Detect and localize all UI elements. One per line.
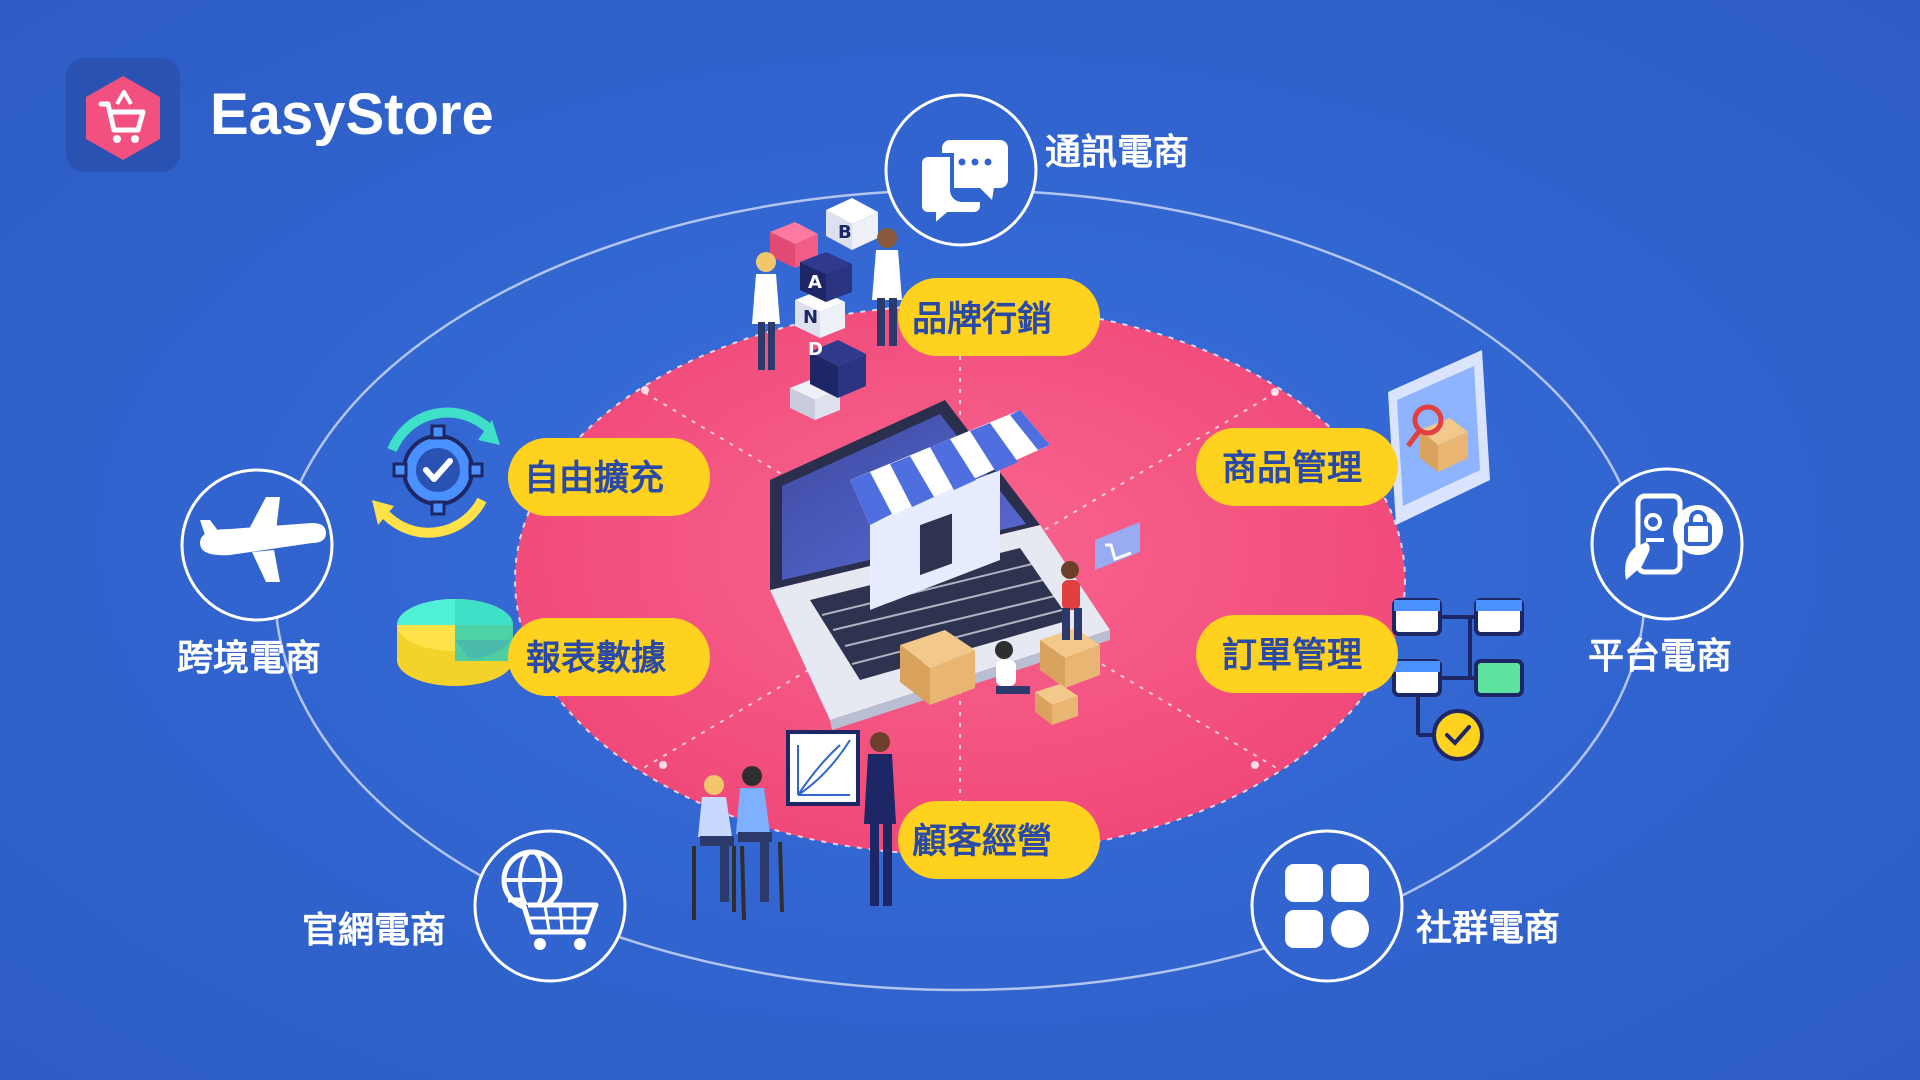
customer-meeting-illustration [692,730,896,921]
shop-awning [850,410,1050,525]
airplane-icon [200,497,326,582]
feature-pill-product-management[interactable]: 商品管理 [1196,428,1398,506]
feature-label-customer-management: 顧客經營 [912,821,1052,862]
feature-label-extensions: 自由擴充 [524,458,664,499]
tablet-product-illustration [1388,350,1490,525]
channel-label-cross-border: 跨境電商 [177,638,321,679]
feature-pill-customer-management[interactable]: 顧客經營 [898,801,1100,879]
feature-label-order-management: 訂單管理 [1222,636,1362,676]
channel-messaging[interactable]: 通訊電商 [884,93,1189,247]
brand-blocks-illustration: B A N D [752,198,902,420]
channel-platform[interactable]: 平台電商 [1588,467,1744,677]
feature-label-reports: 報表數據 [526,639,667,679]
channel-website[interactable]: 官網電商 [302,829,627,983]
extension-gear-illustration [372,407,500,538]
channel-label-messaging: 通訊電商 [1045,132,1189,173]
parcel-boxes [900,628,1100,725]
channel-label-social: 社群電商 [1416,908,1560,949]
laptop-storefront-illustration [770,400,1140,730]
channel-cross-border[interactable]: 跨境電商 [177,468,334,679]
phone-shopping-bag-icon [1625,493,1723,580]
four-squares-icon [1285,864,1369,948]
feature-pill-reports[interactable]: 報表數據 [508,618,710,696]
reports-pie-illustration [397,599,513,686]
brand-block-letter: A [808,272,822,293]
brand-name: EasyStore [210,82,494,147]
feature-pill-order-management[interactable]: 訂單管理 [1196,615,1398,693]
feature-label-product-management: 商品管理 [1222,449,1362,489]
easystore-logo[interactable]: EasyStore [66,58,494,172]
brand-block-letter: N [803,307,818,328]
channel-label-website: 官網電商 [302,910,446,951]
worker-figures [995,522,1140,694]
brand-block-letter: D [808,339,823,360]
feature-pill-brand-marketing[interactable]: 品牌行銷 [898,278,1100,356]
channel-label-platform: 平台電商 [1588,636,1732,677]
feature-pill-extensions[interactable]: 自由擴充 [508,438,710,516]
feature-label-brand-marketing: 品牌行銷 [912,300,1052,340]
cart-hexagon-icon [86,76,160,160]
chat-bubbles-icon [918,140,1008,231]
channel-social[interactable]: 社群電商 [1250,829,1560,983]
brand-block-letter: B [838,222,852,243]
globe-cart-icon [501,849,599,950]
order-flow-illustration [1392,598,1524,761]
